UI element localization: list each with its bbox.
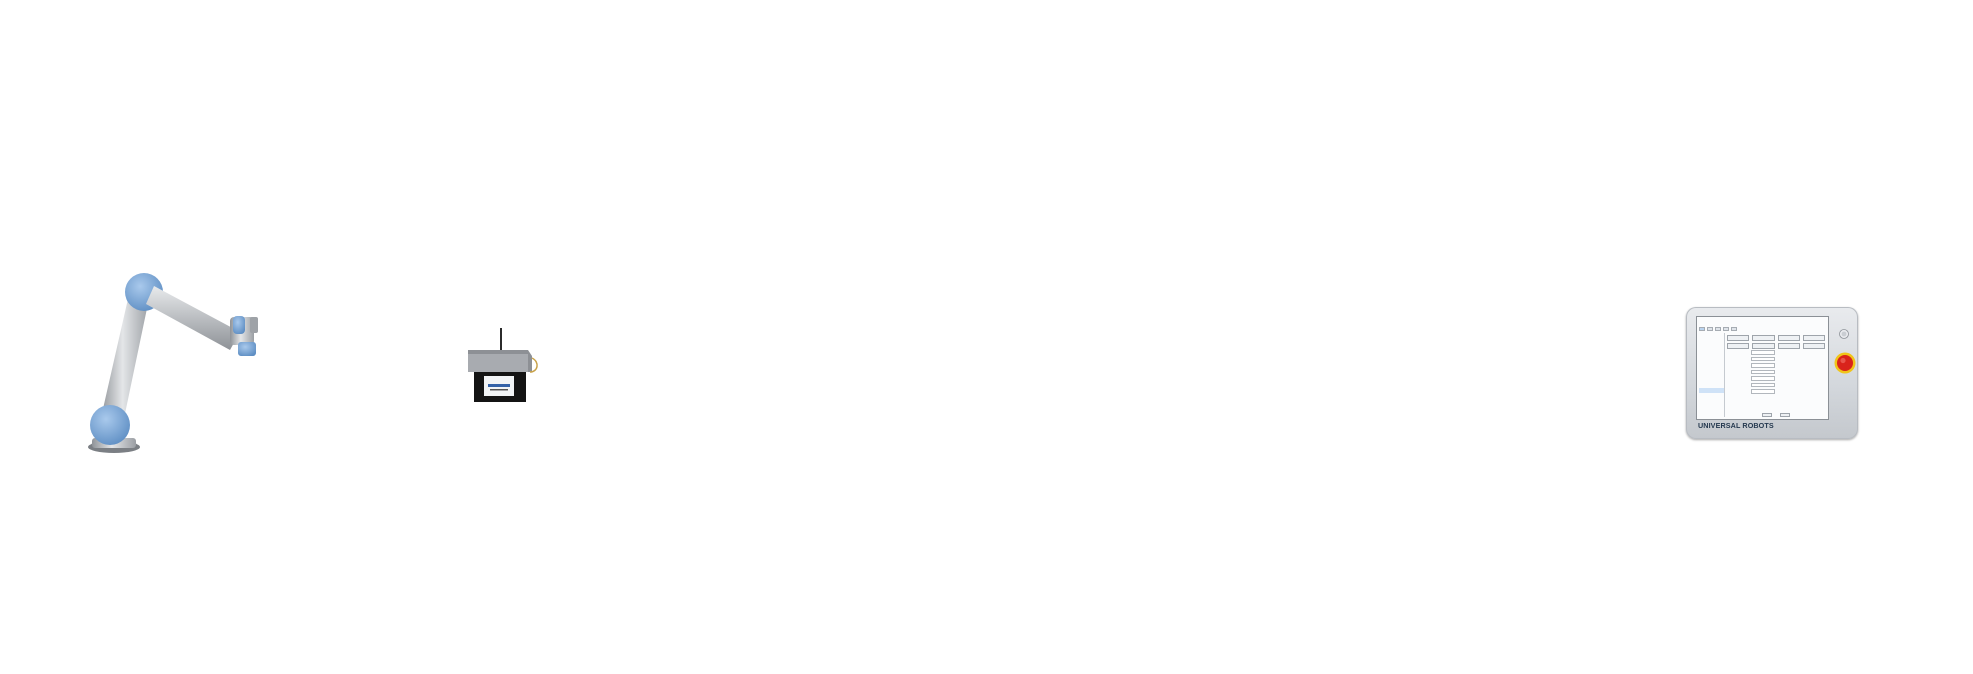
sidebar-item-selected[interactable] [1699,388,1724,393]
field-value[interactable] [1751,350,1775,356]
module-label-line [490,389,508,391]
pendant-screen [1696,316,1829,420]
field-label [1727,357,1751,362]
field-label [1727,370,1751,375]
field-label [1727,383,1751,388]
screen-bottom-bar [1727,413,1825,417]
screen-tab[interactable] [1723,327,1729,331]
robot-tool-flange [238,342,256,356]
screen-bottom-button[interactable] [1780,413,1790,417]
field-label [1727,389,1751,394]
screen-button[interactable] [1802,335,1825,341]
screen-field-row [1727,362,1825,368]
field-value[interactable] [1751,375,1775,381]
robot-upper-link [146,286,240,350]
field-label [1727,376,1751,381]
screen-field-row [1727,369,1825,375]
field-value[interactable] [1751,362,1775,368]
field-value[interactable] [1751,388,1775,394]
module-antenna [500,328,502,350]
screen-main-panel [1727,333,1825,417]
robot-base-joint [90,405,130,445]
field-label [1727,350,1751,355]
module-cable [529,357,538,373]
screen-bottom-button[interactable] [1762,413,1772,417]
emergency-stop-button-icon[interactable] [1834,352,1856,374]
screen-tab[interactable] [1715,327,1721,331]
screen-sidebar [1699,333,1725,417]
field-label [1727,363,1751,368]
robot-wrist-cap [250,317,258,333]
screen-subbutton-row [1727,343,1825,349]
screen-button-row [1727,335,1825,341]
wireless-module-image [468,328,538,402]
module-label-mark [488,384,510,387]
screen-tab[interactable] [1707,327,1713,331]
robot-lower-link [100,290,150,428]
brand-label: UNIVERSAL ROBOTS [1698,421,1774,430]
screen-sub-button[interactable] [1777,343,1800,349]
module-housing-face [468,354,528,372]
screen-field-row [1727,382,1825,388]
sidebar-item[interactable] [1699,402,1724,407]
screen-tabs [1699,327,1825,331]
field-value[interactable] [1751,356,1775,362]
screen-sub-button[interactable] [1802,343,1825,349]
screen-sub-button[interactable] [1727,343,1750,349]
power-button-icon[interactable] [1839,329,1849,339]
robot-arm-image [88,273,258,453]
screen-field-row [1727,388,1825,394]
screen-title [1697,317,1828,322]
screen-tab[interactable] [1731,327,1737,331]
robot-wrist-joint [233,316,245,334]
screen-field-row [1727,356,1825,362]
screen-field-row [1727,375,1825,381]
screen-button[interactable] [1752,335,1775,341]
screen-button[interactable] [1727,335,1750,341]
field-value[interactable] [1751,382,1775,388]
teach-pendant: UNIVERSAL ROBOTS [1686,307,1858,439]
screen-field-row [1727,350,1825,356]
field-value[interactable] [1751,369,1775,375]
screen-button[interactable] [1777,335,1800,341]
screen-sub-button[interactable] [1752,343,1775,349]
screen-tab[interactable] [1699,327,1705,331]
